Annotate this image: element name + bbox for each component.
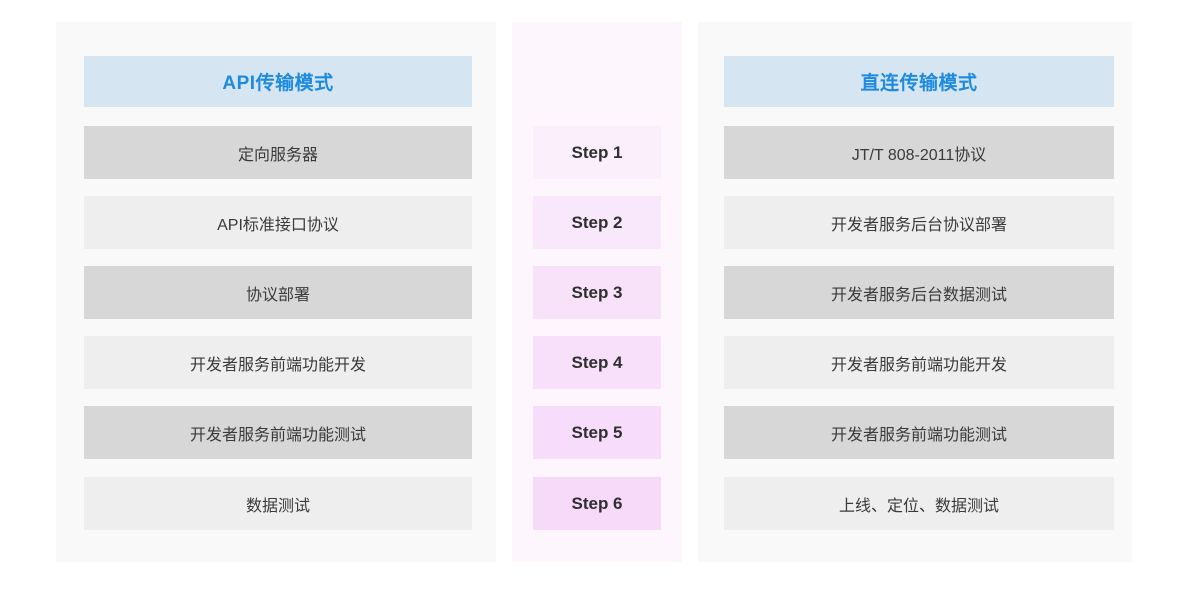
table-row: JT/T 808-2011协议 — [724, 126, 1114, 179]
table-row: 开发者服务前端功能测试 — [84, 406, 472, 459]
table-row: 数据测试 — [84, 477, 472, 530]
step-chip-4: Step 4 — [533, 336, 661, 389]
left-column-title: API传输模式 — [84, 56, 472, 107]
step-chip-6: Step 6 — [533, 477, 661, 530]
right-column-title: 直连传输模式 — [724, 56, 1114, 107]
table-row: 协议部署 — [84, 266, 472, 319]
table-row: API标准接口协议 — [84, 196, 472, 249]
step-chip-5: Step 5 — [533, 406, 661, 459]
table-row: 开发者服务前端功能测试 — [724, 406, 1114, 459]
table-row: 开发者服务后台协议部署 — [724, 196, 1114, 249]
step-chip-1: Step 1 — [533, 126, 661, 179]
step-chip-2: Step 2 — [533, 196, 661, 249]
step-chip-3: Step 3 — [533, 266, 661, 319]
table-row: 开发者服务前端功能开发 — [84, 336, 472, 389]
table-row: 开发者服务后台数据测试 — [724, 266, 1114, 319]
table-row: 开发者服务前端功能开发 — [724, 336, 1114, 389]
table-row: 定向服务器 — [84, 126, 472, 179]
table-row: 上线、定位、数据测试 — [724, 477, 1114, 530]
